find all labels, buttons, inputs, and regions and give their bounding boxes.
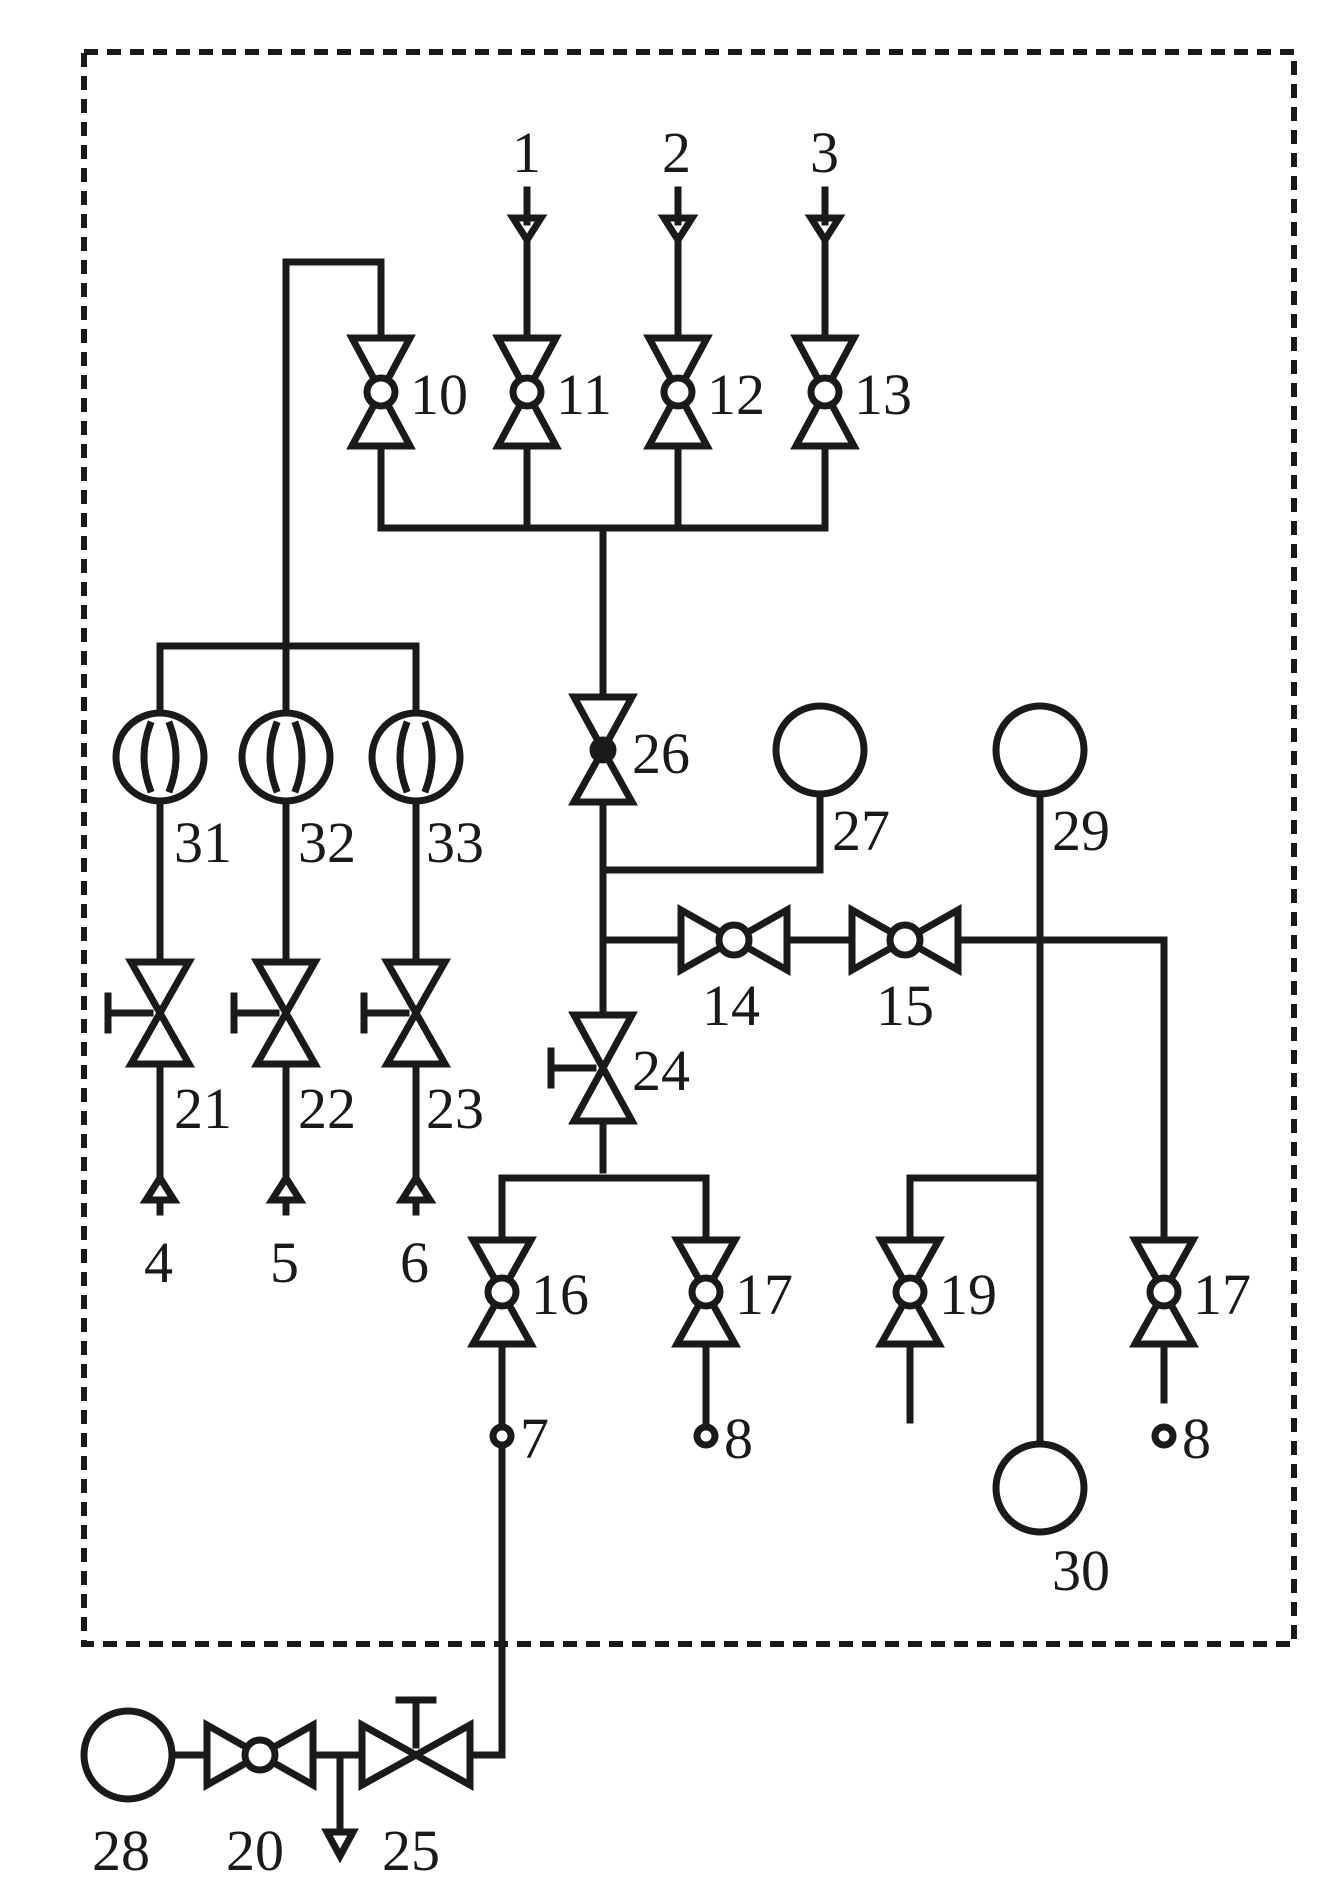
label-flow-meter-32: 32 — [298, 810, 356, 875]
valve-12 — [643, 334, 713, 450]
label-flow-meter-31: 31 — [174, 810, 232, 875]
vessel-28 — [80, 1707, 176, 1803]
valve-26 — [568, 693, 638, 806]
flow-meter-31 — [112, 709, 208, 805]
valve-19 — [875, 1236, 945, 1348]
label-port-8a: 8 — [724, 1406, 753, 1471]
flow-meter-32 — [238, 709, 334, 805]
label-vessel-29: 29 — [1052, 798, 1110, 863]
arrow-up-icon — [265, 1171, 307, 1204]
valve-16 — [467, 1236, 537, 1348]
label-valve-25: 25 — [382, 1818, 440, 1883]
vessel-29 — [992, 702, 1088, 798]
valve-10 — [346, 334, 416, 450]
label-valve-23: 23 — [426, 1076, 484, 1141]
valve-17b — [1129, 1236, 1199, 1348]
label-valve-14: 14 — [702, 973, 760, 1038]
label-valve-26: 26 — [632, 721, 690, 786]
hand-valve-23 — [360, 958, 452, 1068]
label-valve-16: 16 — [531, 1262, 589, 1327]
valve-14 — [677, 903, 791, 977]
label-inlet-1: 1 — [512, 120, 541, 185]
label-port-7: 7 — [520, 1406, 549, 1471]
valve-11 — [492, 334, 562, 450]
valve-15 — [848, 903, 962, 977]
hand-valve-22 — [230, 958, 322, 1068]
port-8a-dot — [693, 1423, 719, 1449]
label-port-8b: 8 — [1182, 1406, 1211, 1471]
hand-valve-24 — [547, 1011, 638, 1125]
hand-valve-21 — [104, 958, 196, 1068]
label-vessel-28: 28 — [92, 1818, 150, 1883]
label-inlet-3: 3 — [810, 120, 839, 185]
label-valve-17b: 17 — [1193, 1262, 1251, 1327]
label-vessel-30: 30 — [1052, 1538, 1110, 1603]
label-valve-17a: 17 — [735, 1262, 793, 1327]
port-7-dot — [489, 1423, 515, 1449]
label-valve-12: 12 — [707, 362, 765, 427]
arrow-up-icon — [139, 1171, 181, 1204]
label-inlet-2: 2 — [662, 120, 691, 185]
label-valve-10: 10 — [410, 362, 468, 427]
flow-meter-33 — [368, 709, 464, 805]
vessel-30 — [992, 1440, 1088, 1536]
valve-13 — [790, 334, 860, 450]
system-boundary — [81, 49, 1297, 1647]
label-valve-11: 11 — [556, 362, 612, 427]
label-valve-21: 21 — [174, 1076, 232, 1141]
label-valve-13: 13 — [854, 362, 912, 427]
label-valve-24: 24 — [632, 1038, 690, 1103]
label-flow-meter-33: 33 — [426, 810, 484, 875]
label-valve-22: 22 — [298, 1076, 356, 1141]
label-valve-19: 19 — [939, 1262, 997, 1327]
label-valve-15: 15 — [876, 973, 934, 1038]
vessel-27 — [772, 702, 868, 798]
label-inlet-6: 6 — [400, 1230, 429, 1295]
vent-arrow-icon — [321, 1828, 359, 1864]
hand-valve-25 — [358, 1696, 474, 1791]
label-inlet-4: 4 — [144, 1230, 173, 1295]
label-vessel-27: 27 — [832, 798, 890, 863]
port-8b-dot — [1151, 1423, 1177, 1449]
valve-17a — [671, 1236, 741, 1348]
valve-20 — [203, 1718, 317, 1792]
label-inlet-5: 5 — [270, 1230, 299, 1295]
label-valve-20: 20 — [226, 1818, 284, 1883]
arrow-up-icon — [395, 1171, 437, 1204]
